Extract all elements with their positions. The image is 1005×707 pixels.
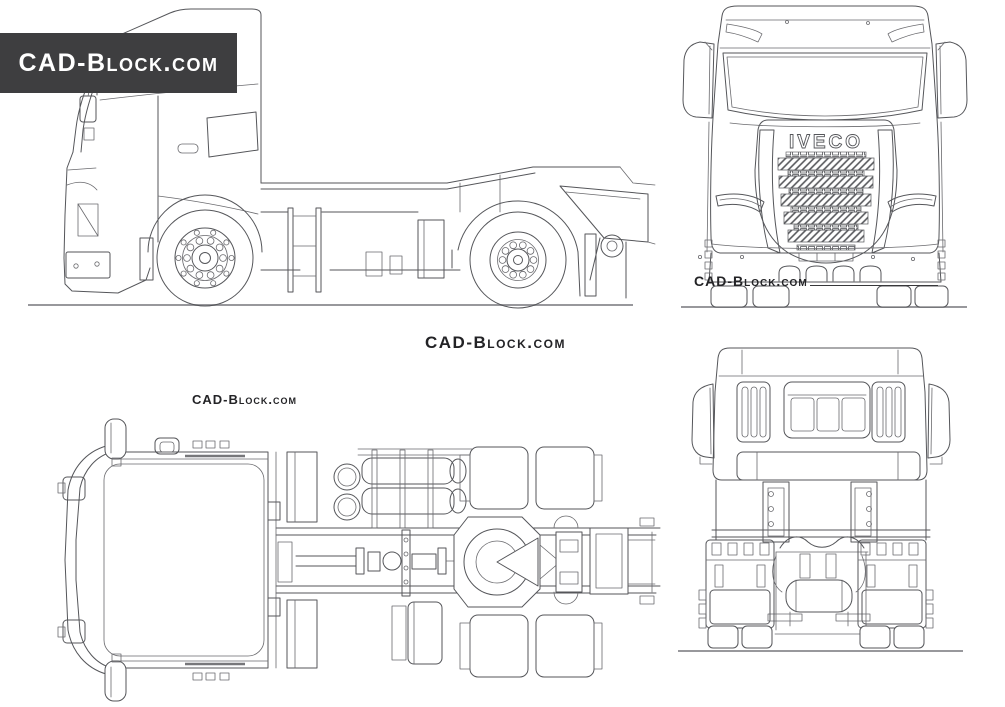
front-view-drawing: IVECO xyxy=(681,5,968,308)
top-mirrors xyxy=(104,418,127,702)
iveco-logo: IVECO xyxy=(789,132,863,153)
windshield xyxy=(722,52,928,121)
front-grille: IVECO xyxy=(754,119,898,264)
rear-wheels xyxy=(707,625,925,649)
top-cab xyxy=(57,418,281,702)
front-bumper xyxy=(698,239,946,283)
front-mirrors xyxy=(682,41,968,119)
cadblock-banner[interactable]: CAD-Block.com xyxy=(0,33,237,93)
battery-box xyxy=(417,219,445,279)
front-headlights xyxy=(715,193,937,213)
rear-view-drawing xyxy=(678,347,963,652)
side-window xyxy=(206,111,259,158)
air-tank xyxy=(785,579,853,613)
fuel-tank xyxy=(407,601,443,665)
front-wheel-arch xyxy=(147,194,263,253)
rear-fender xyxy=(457,200,579,253)
rear-cab xyxy=(691,347,951,481)
top-view-drawing xyxy=(57,418,661,702)
side-chassis xyxy=(260,166,621,293)
front-wheels xyxy=(710,285,949,308)
rear-chassis xyxy=(711,479,931,635)
fifth-wheel-side xyxy=(559,166,656,299)
top-rear-wheels xyxy=(459,446,603,678)
rear-window xyxy=(783,381,871,439)
top-chassis xyxy=(275,446,661,678)
watermark-center: CAD-Block.com xyxy=(425,333,566,352)
fifth-wheel-top xyxy=(453,516,561,608)
watermark-underline xyxy=(809,285,938,286)
side-front-wheel xyxy=(156,209,254,307)
watermark-front-view: CAD-Block.com xyxy=(694,273,938,289)
cadblock-banner-label: CAD-Block.com xyxy=(18,48,219,77)
watermark-top-view: CAD-Block.com xyxy=(192,392,297,407)
rear-mudguards xyxy=(698,539,934,629)
side-rear-wheel xyxy=(469,211,567,309)
side-view-drawing xyxy=(28,8,656,309)
